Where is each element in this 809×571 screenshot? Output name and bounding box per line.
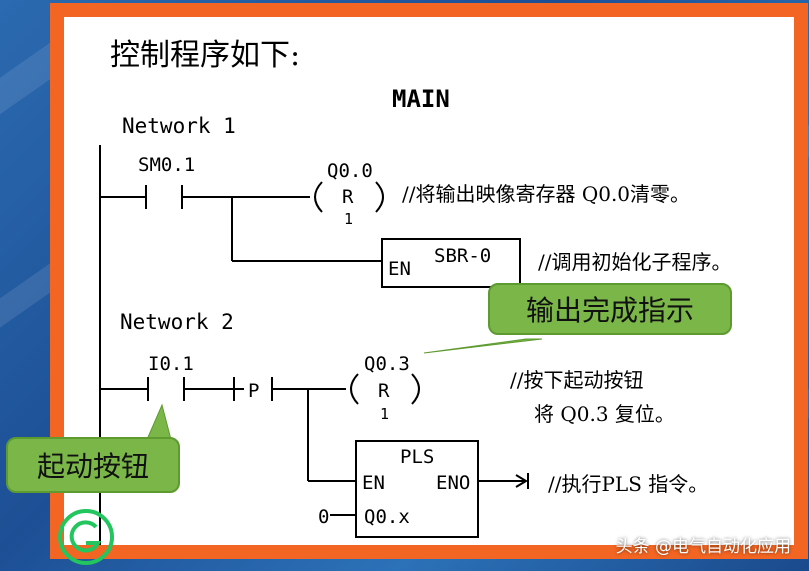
network2-coil-count: 1 — [380, 405, 389, 423]
program-title: MAIN — [392, 85, 450, 113]
network1-contact-address: SM0.1 — [138, 154, 195, 176]
network1-coil-address: Q0.0 — [327, 160, 373, 182]
network2-coil-comment-line2: 将 Q0.3 复位。 — [534, 402, 675, 426]
network2-coil-address: Q0.3 — [364, 353, 410, 375]
network2-box-input-value: 0 — [318, 506, 329, 528]
network1-reset-coil — [314, 181, 384, 213]
network2-box-name: PLS — [400, 446, 434, 468]
network2-box-input-name: Q0.x — [364, 506, 410, 528]
ladder-diagram: 控制程序如下: MAIN Network 1 SM0.1 Q0.0 R 1 //… — [99, 38, 731, 545]
network2-box-en: EN — [362, 472, 385, 494]
output-callout-pointer — [423, 338, 543, 354]
network1-label: Network 1 — [122, 114, 236, 138]
network1-call-name: SBR-0 — [434, 245, 491, 267]
network2-box-eno: ENO — [436, 472, 470, 494]
slide-heading: 控制程序如下: — [110, 38, 300, 73]
network1-call-en: EN — [388, 258, 411, 280]
network1-contact — [100, 185, 310, 209]
network2-contact-address: I0.1 — [148, 353, 194, 375]
network1-coil-count: 1 — [344, 210, 353, 228]
callout-start-button: 起动按钮 — [6, 437, 180, 493]
watermark: 头条 @电气自动化应用 — [615, 537, 791, 557]
network2-coil-type: R — [378, 380, 390, 402]
logo-icon — [58, 509, 114, 565]
network2-label: Network 2 — [120, 310, 234, 334]
callout-output-indicator: 输出完成指示 — [488, 283, 732, 335]
network2-box-comment: //执行PLS 指令。 — [548, 472, 708, 496]
network2-reset-coil — [350, 373, 420, 405]
network1-coil-comment: //将输出映像寄存器 Q0.0清零。 — [402, 182, 690, 206]
network1-call-branch — [231, 197, 521, 288]
network1-coil-type: R — [342, 186, 354, 208]
network1-call-comment: //调用初始化子程序。 — [538, 250, 731, 274]
network2-pls-branch — [307, 389, 529, 538]
network2-contact — [100, 377, 234, 401]
network2-coil-comment-line1: //按下起动按钮 — [510, 368, 643, 392]
network2-edge-label: P — [248, 380, 259, 402]
